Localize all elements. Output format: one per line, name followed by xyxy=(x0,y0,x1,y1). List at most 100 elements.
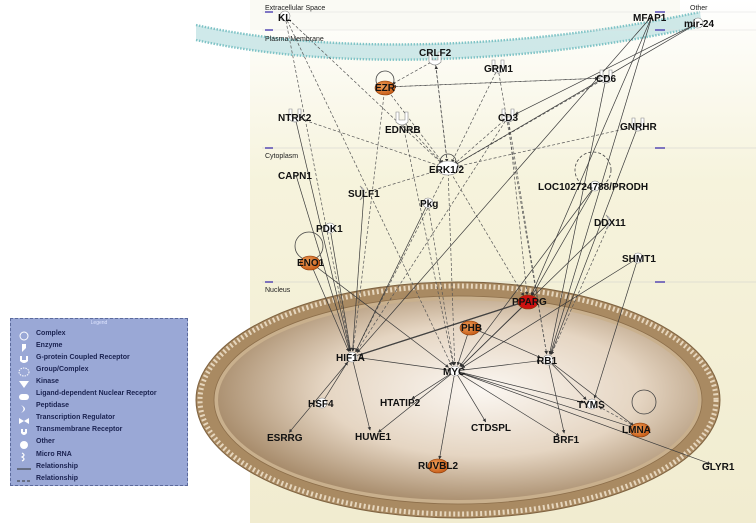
edge-ntrk2-hif1a xyxy=(294,116,352,352)
node-ruvbl2[interactable]: RUVBL2 xyxy=(418,461,458,472)
glyph-erk12-group-icon xyxy=(436,160,460,176)
legend-item-label: Relationship xyxy=(36,462,79,470)
edge-kl-erk12 xyxy=(284,15,443,165)
glyph-loc-circle-icon xyxy=(589,180,601,192)
edge-ednrb-myc xyxy=(401,119,455,366)
legend-item: Peptidase xyxy=(17,400,69,413)
edge-ntrk2-erk12 xyxy=(294,116,441,167)
glyph-pparg-oval-icon xyxy=(517,294,539,310)
node-ctdspl[interactable]: CTDSPL xyxy=(471,423,511,434)
node-ddx11[interactable]: DDX11 xyxy=(594,218,626,229)
node-phb[interactable]: PHB xyxy=(461,323,482,334)
edge-myc-glyr1 xyxy=(454,370,711,465)
glyph-gnrhr-gpcr-icon xyxy=(631,117,645,132)
node-ntrk2[interactable]: NTRK2 xyxy=(278,113,312,124)
legend-item-label: Other xyxy=(36,438,55,446)
glyph-pdk1-circle-icon xyxy=(324,222,336,234)
node-huwe1[interactable]: HUWE1 xyxy=(355,432,392,443)
edge-erk12-crlf2 xyxy=(434,65,449,169)
node-grm1[interactable]: GRM1 xyxy=(484,64,513,75)
node-cd6[interactable]: CD6 xyxy=(596,74,616,85)
edge-mir24-cd3 xyxy=(514,22,699,115)
edge-gnrhr-rb1 xyxy=(550,125,639,355)
node-hsf4[interactable]: HSF4 xyxy=(308,399,334,410)
edge-cd3-rb1 xyxy=(507,116,548,355)
node-erk12[interactable]: ERK1/2 xyxy=(429,165,464,176)
legend-item: Transmembrane Receptor xyxy=(17,424,122,436)
node-mir-24[interactable]: mir-24 xyxy=(684,19,714,30)
node-gnrhr[interactable]: GNRHR xyxy=(620,122,657,133)
node-loc102724788-prodh[interactable]: LOC102724788/PRODH xyxy=(538,182,648,193)
node-crlf2[interactable]: CRLF2 xyxy=(419,48,452,59)
other-icon xyxy=(17,437,31,449)
node-myc[interactable]: MYC xyxy=(443,367,465,378)
node-sulf1[interactable]: SULF1 xyxy=(348,189,380,200)
node-mfap1[interactable]: MFAP1 xyxy=(633,13,667,24)
legend-item-label: Kinase xyxy=(36,377,59,385)
nucleus-envelope xyxy=(195,281,721,519)
edge-rb1-tyms xyxy=(547,359,587,401)
legend-item: Transcription Regulator xyxy=(17,412,115,424)
dashed-line-icon xyxy=(17,473,31,483)
node-brf1[interactable]: BRF1 xyxy=(553,435,580,446)
edge-capn1-hif1a xyxy=(295,174,351,352)
node-eno1[interactable]: ENO1 xyxy=(297,258,325,269)
legend-item-label: Group/Complex xyxy=(36,365,89,373)
node-shmt1[interactable]: SHMT1 xyxy=(622,254,656,265)
glyph-rb1-circle-icon xyxy=(542,354,554,366)
legend-item-label: Transcription Regulator xyxy=(36,414,115,422)
node-capn1[interactable]: CAPN1 xyxy=(278,171,312,182)
glyph-lmna-oval-icon xyxy=(629,422,651,438)
node-kl[interactable]: KL xyxy=(278,13,291,24)
node-rb1[interactable]: RB1 xyxy=(537,356,557,367)
edge-grm1-rb1 xyxy=(497,67,548,355)
legend-item-label: Ligand-dependent Nuclear Receptor xyxy=(36,390,157,397)
node-tyms[interactable]: TYMS xyxy=(577,400,605,411)
node-ednrb[interactable]: EDNRB xyxy=(385,125,421,136)
node-pkg[interactable]: Pkg xyxy=(420,199,438,210)
edge-eno1-hif1a xyxy=(309,261,350,352)
legend-item: G-protein Coupled Receptor xyxy=(17,351,130,364)
edge-hif1a-huwe1 xyxy=(351,356,371,431)
node-pparg[interactable]: PPARG xyxy=(512,297,547,308)
legend-item: Group/Complex xyxy=(17,363,89,377)
legend-item: Relationship xyxy=(17,460,78,472)
edge-pkg-hif1a xyxy=(355,202,429,352)
node-pdk1[interactable]: PDK1 xyxy=(316,224,343,235)
edge-pdk1-hif1a xyxy=(329,227,352,352)
legend-item: Relationship xyxy=(17,472,78,484)
node-hif1a[interactable]: HIF1A xyxy=(336,353,365,364)
node-labels: KL MFAP1 mir-24 CRLF2 GRM1 CD6 EZR CD3 N… xyxy=(267,13,735,473)
plasma-membrane xyxy=(195,10,703,61)
glyph-phb-oval-icon xyxy=(459,320,481,336)
edge-myc-htatip2 xyxy=(411,370,456,400)
node-ezr[interactable]: EZR xyxy=(375,83,396,94)
edge-ezr-hif1a xyxy=(351,86,386,352)
compartment-tick-marks xyxy=(265,11,665,283)
legend-item-label: Transmembrane Receptor xyxy=(36,426,123,434)
edge-ddx11-rb1 xyxy=(550,221,611,355)
region-label-other: Other xyxy=(690,5,708,12)
node-glyr1[interactable]: GLYR1 xyxy=(702,462,735,473)
node-htatip2[interactable]: HTATIP2 xyxy=(380,398,421,409)
edge-shmt1-tyms xyxy=(593,257,639,399)
edge-loc-pparg xyxy=(531,185,596,297)
node-lmna[interactable]: LMNA xyxy=(622,425,651,436)
edge-hif1a-esrrg xyxy=(288,356,353,433)
kinase-icon xyxy=(17,376,31,389)
edge-rb1-brf1 xyxy=(547,359,566,434)
edge-myc-ctdspl xyxy=(454,370,487,423)
legend-title: Legend xyxy=(90,320,108,326)
edge-mfap1-rb1 xyxy=(549,15,653,355)
glyph-crlf2-receptor-icon xyxy=(428,51,442,66)
node-cd3[interactable]: CD3 xyxy=(498,113,518,124)
solid-line-icon xyxy=(17,461,31,471)
node-esrrg[interactable]: ESRRG xyxy=(267,433,303,444)
glyph-cd3-receptor-icon xyxy=(501,108,515,123)
legend-item: Kinase xyxy=(17,375,59,389)
edge-myc-brf1 xyxy=(454,370,560,437)
edge-pkg-myc xyxy=(427,202,455,366)
legend-item: Complex xyxy=(17,327,66,341)
legend-item-label: Enzyme xyxy=(36,341,63,349)
